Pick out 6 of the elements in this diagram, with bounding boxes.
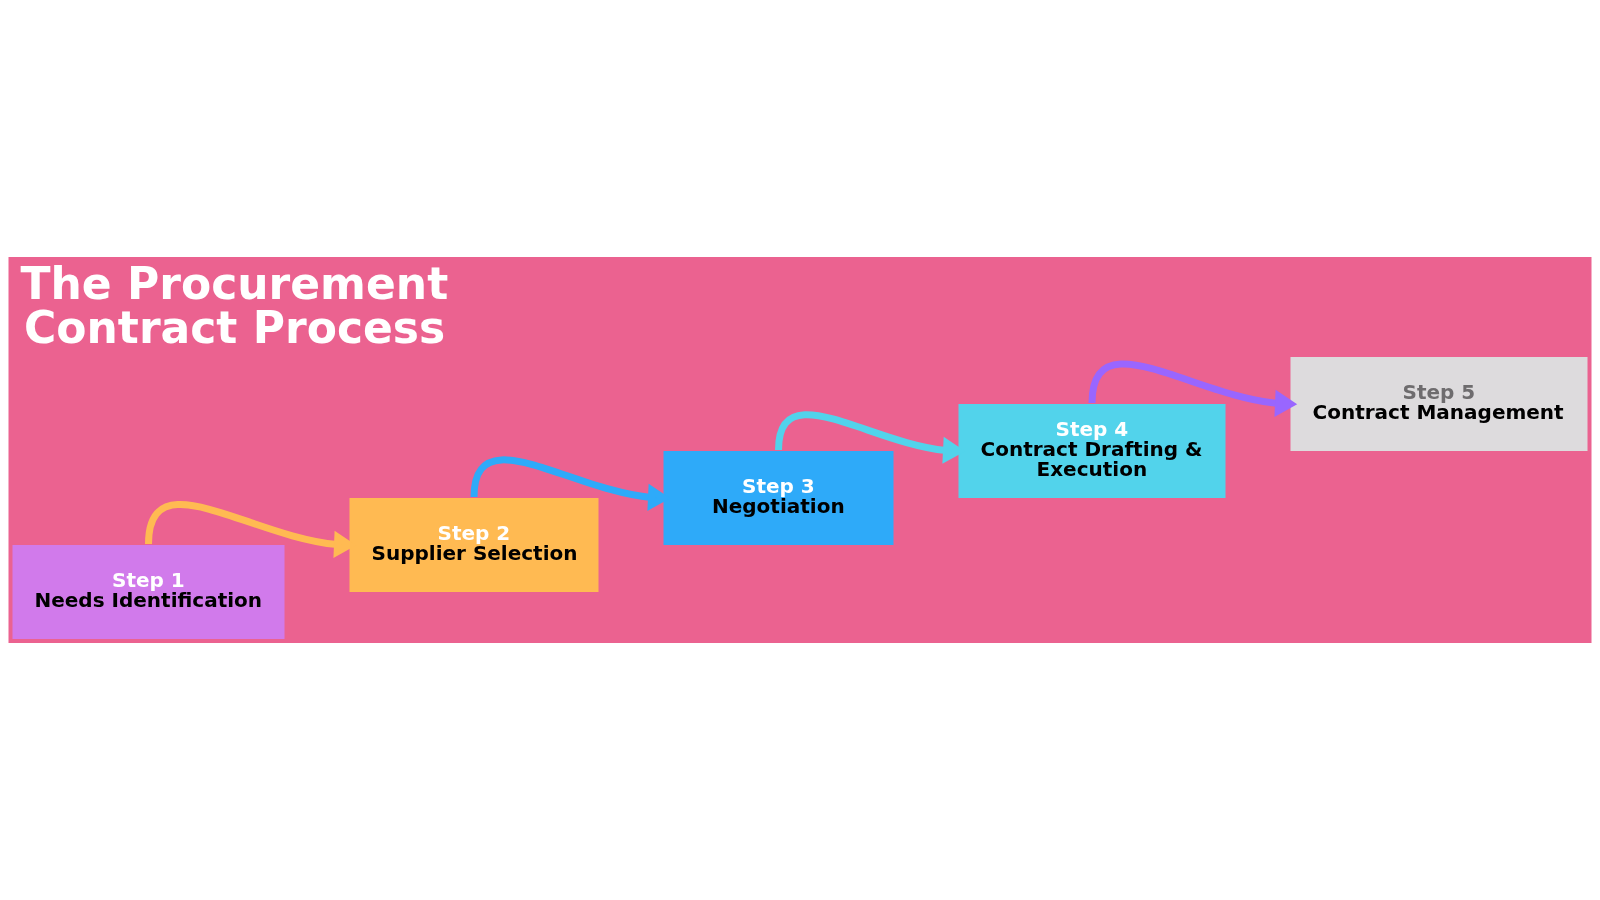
- node-box: Step 1 Needs Identification: [12, 545, 285, 639]
- node-box: Step 4 Contract Drafting & Execution: [958, 404, 1226, 498]
- node-box: Step 3 Negotiation: [663, 451, 894, 545]
- node-box: Step 2 Supplier Selection: [349, 498, 599, 592]
- diagram-title: The Procurement Contract Process: [20, 258, 449, 354]
- node-box: Step 5 Contract Management: [1290, 357, 1588, 451]
